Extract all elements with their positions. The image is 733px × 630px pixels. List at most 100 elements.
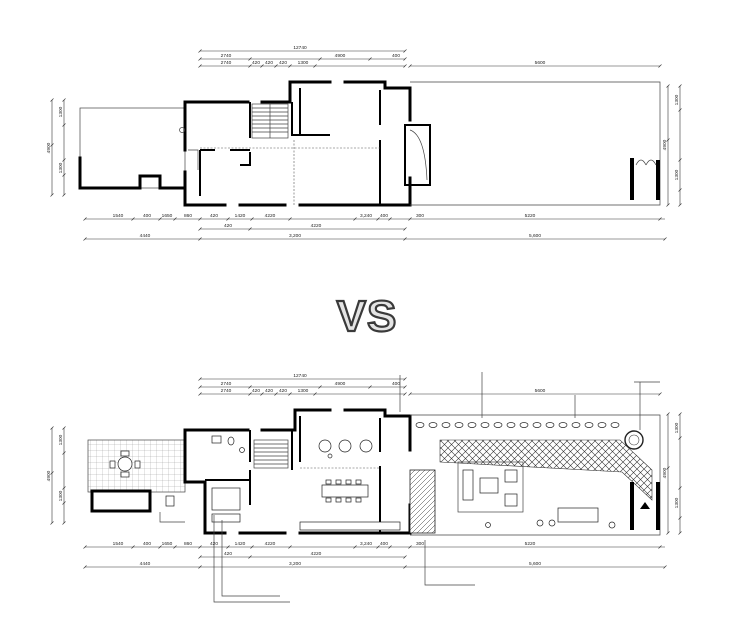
dimension-tick bbox=[62, 486, 66, 490]
dimension-tick bbox=[50, 143, 54, 147]
dimension-tick bbox=[198, 64, 202, 68]
dimension-tick bbox=[198, 57, 202, 61]
dimension-tick bbox=[83, 545, 87, 549]
plant bbox=[485, 522, 491, 528]
dimension-tick bbox=[313, 392, 317, 396]
dimension-label: 300 bbox=[416, 541, 424, 547]
dimension-tick bbox=[198, 555, 202, 559]
door-swing bbox=[188, 149, 199, 170]
garden-boundary bbox=[410, 81, 661, 206]
kitchen-counter bbox=[299, 521, 401, 531]
dimension-tick bbox=[353, 217, 357, 221]
dimension-tick bbox=[62, 426, 66, 430]
annotation-leaders-top bbox=[399, 372, 660, 430]
dimension-label: 3,200 bbox=[289, 233, 301, 239]
dimension-tick bbox=[248, 392, 252, 396]
dimension-tick bbox=[131, 545, 135, 549]
dimension-tick bbox=[666, 84, 670, 88]
interior-walls bbox=[199, 88, 381, 205]
plant bbox=[548, 519, 556, 527]
hedge-shrub bbox=[441, 422, 451, 428]
dimension-label: 420 bbox=[265, 388, 273, 394]
annotation-leaders-bottom bbox=[159, 512, 475, 603]
dimension-tick bbox=[62, 521, 66, 525]
dimension-label: 4440 bbox=[140, 233, 151, 239]
plant bbox=[536, 519, 544, 527]
dimension-tick bbox=[666, 466, 670, 470]
dimension-label: 1650 bbox=[162, 541, 173, 547]
dimension-tick bbox=[50, 193, 54, 197]
dimension-label: 1300 bbox=[674, 169, 680, 180]
dimension-tick bbox=[678, 516, 682, 520]
dimension-tick bbox=[260, 64, 264, 68]
hedge-shrub bbox=[467, 422, 477, 428]
hedge-row bbox=[415, 422, 620, 428]
hedge-shrub bbox=[415, 422, 425, 428]
dimension-tick bbox=[663, 237, 667, 241]
dimension-tick bbox=[666, 138, 670, 142]
dimension-tick bbox=[198, 237, 202, 241]
dimension-tick bbox=[403, 392, 407, 396]
hedge-shrub bbox=[428, 422, 438, 428]
dimension-tick bbox=[678, 203, 682, 207]
dimension-tick bbox=[173, 545, 177, 549]
garden-bench bbox=[557, 507, 599, 523]
dimension-label: 400 bbox=[380, 213, 388, 219]
dimension-tick bbox=[678, 486, 682, 490]
garden-pergola bbox=[439, 439, 653, 501]
patio-table-set bbox=[109, 450, 141, 478]
dimension-tick bbox=[226, 217, 230, 221]
dimension-tick bbox=[250, 217, 254, 221]
dimension-label: 5,600 bbox=[529, 561, 541, 567]
dimension-label: 4900 bbox=[46, 470, 52, 481]
dimension-label: 12740 bbox=[293, 373, 307, 379]
hidden-line bbox=[200, 140, 380, 205]
dimension-tick bbox=[318, 385, 322, 389]
dimension-label: 3,240 bbox=[360, 541, 372, 547]
dimension-tick bbox=[198, 565, 202, 569]
dimension-label: 420 bbox=[279, 388, 287, 394]
dimension-tick bbox=[250, 545, 254, 549]
hedge-shrub bbox=[571, 422, 581, 428]
hedge-shrub bbox=[610, 422, 620, 428]
dimension-tick bbox=[50, 521, 54, 525]
dimension-tick bbox=[403, 49, 407, 53]
dimension-tick bbox=[666, 203, 670, 207]
dimension-tick bbox=[678, 158, 682, 162]
dimension-tick bbox=[248, 64, 252, 68]
wardrobe bbox=[211, 513, 241, 523]
dimension-label: 1300 bbox=[58, 434, 64, 445]
dimension-tick bbox=[658, 545, 662, 549]
dimension-tick bbox=[50, 98, 54, 102]
dimension-tick bbox=[663, 565, 667, 569]
dimension-label: 1420 bbox=[235, 213, 246, 219]
dimension-tick bbox=[260, 392, 264, 396]
dimension-label: 300 bbox=[416, 213, 424, 219]
dimension-tick bbox=[248, 227, 252, 231]
fixture-symbol bbox=[179, 127, 185, 133]
dimension-label: 3,240 bbox=[360, 213, 372, 219]
dimension-tick bbox=[83, 217, 87, 221]
dimension-tick bbox=[368, 385, 372, 389]
dimension-tick bbox=[198, 377, 202, 381]
bed bbox=[211, 487, 241, 511]
dimension-tick bbox=[288, 392, 292, 396]
dimension-tick bbox=[318, 57, 322, 61]
dimension-tick bbox=[388, 545, 392, 549]
hedge-shrub bbox=[493, 422, 503, 428]
dimension-label: 860 bbox=[184, 213, 192, 219]
dimension-label: 420 bbox=[265, 60, 273, 66]
dimension-label: 400 bbox=[392, 53, 400, 59]
dimension-label: 420 bbox=[252, 388, 260, 394]
dimension-tick bbox=[173, 217, 177, 221]
dimension-tick bbox=[403, 555, 407, 559]
hedge-shrub bbox=[532, 422, 542, 428]
interior-walls bbox=[205, 416, 381, 533]
dimension-tick bbox=[658, 392, 662, 396]
dimension-tick bbox=[313, 64, 317, 68]
staircase bbox=[253, 439, 289, 469]
planter-box bbox=[90, 489, 152, 513]
dimension-label: 4440 bbox=[140, 561, 151, 567]
dimension-label: 420 bbox=[224, 551, 232, 557]
